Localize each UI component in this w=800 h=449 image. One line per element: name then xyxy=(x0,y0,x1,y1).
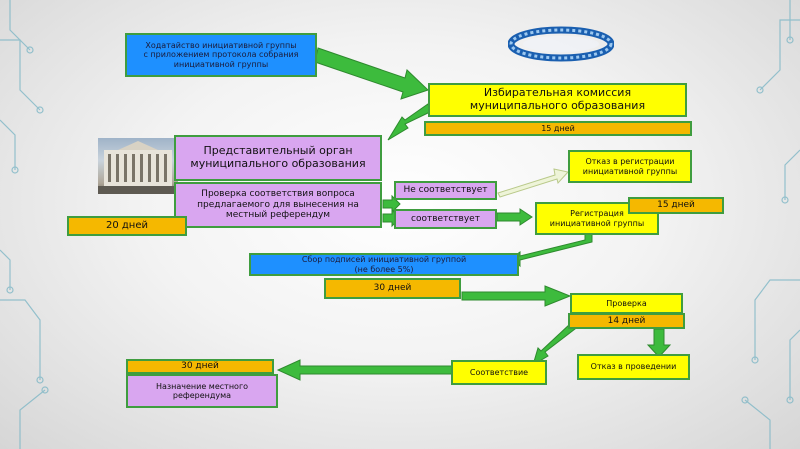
registration-days-badge: 15 дней xyxy=(628,197,724,214)
refusal-registration-box: Отказ в регистрации инициативной группы xyxy=(568,150,692,183)
days-20-badge: 20 дней xyxy=(67,216,187,236)
arrow-match-to-registration xyxy=(496,208,533,226)
referendum-appointment-box: Назначение местного референдума xyxy=(126,374,278,408)
arrow-30-to-verification xyxy=(461,285,572,307)
people-ring-image xyxy=(508,26,614,62)
signatures-box: Сбор подписей инициативной группой (не б… xyxy=(249,253,519,276)
building-image xyxy=(98,138,178,194)
appointment-days-badge: 30 дней xyxy=(126,359,274,374)
arrow-check-to-not-match xyxy=(382,194,401,214)
match-box: соответствует xyxy=(394,209,497,229)
not-match-box: Не соответствует xyxy=(394,181,497,200)
arrow-petition-to-commission xyxy=(314,47,429,100)
arrow-not-match-to-refusal xyxy=(497,168,569,198)
representative-body-box: Представительный орган муниципального об… xyxy=(174,135,382,181)
compliance-box: Соответствие xyxy=(451,360,547,385)
refusal-holding-box: Отказ в проведении xyxy=(577,354,690,380)
arrow-verification-to-compliance xyxy=(532,323,576,367)
arrow-commission-to-rep-body xyxy=(387,103,431,141)
election-commission-box: Избирательная комиссия муниципального об… xyxy=(428,83,687,117)
commission-days-badge: 15 дней xyxy=(424,121,692,136)
arrow-verification-to-refusal xyxy=(646,328,672,358)
verification-box: Проверка xyxy=(570,293,683,314)
arrow-registration-to-signatures xyxy=(511,230,593,268)
question-check-box: Проверка соответствия вопроса предлагаем… xyxy=(174,182,382,228)
arrow-compliance-to-appointment xyxy=(276,359,453,381)
verification-days-badge: 14 дней xyxy=(568,313,685,329)
signatures-days-badge: 30 дней xyxy=(324,278,461,299)
petition-box: Ходатайство инициативной группы с прилож… xyxy=(125,33,317,77)
